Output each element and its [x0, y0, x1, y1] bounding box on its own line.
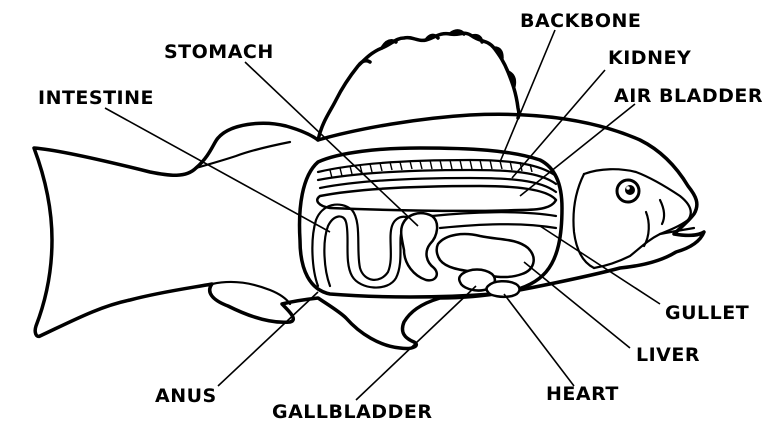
leader-backbone	[500, 30, 555, 162]
gullet	[432, 212, 556, 216]
label-backbone: BACKBONE	[520, 10, 641, 32]
label-intestine: INTESTINE	[38, 87, 154, 109]
pelvic-fin	[212, 282, 290, 304]
dorsal-fin	[318, 31, 519, 140]
pectoral-fin	[196, 142, 290, 168]
label-liver: LIVER	[636, 344, 700, 366]
label-air-bladder: AIR BLADDER	[614, 85, 763, 107]
label-gallbladder: GALLBLADDER	[272, 401, 432, 423]
stomach	[401, 213, 437, 280]
label-gullet: GULLET	[665, 302, 749, 324]
leader-heart	[504, 294, 574, 386]
air-bladder	[317, 186, 556, 211]
label-heart: HEART	[546, 383, 619, 405]
label-stomach: STOMACH	[164, 41, 274, 63]
cheek-line	[644, 200, 664, 246]
label-kidney: KIDNEY	[608, 47, 691, 69]
leader-gallbladder	[356, 286, 476, 400]
heart	[487, 281, 520, 297]
gullet-lower	[440, 224, 556, 228]
eye-pupil	[625, 185, 635, 195]
eye-highlight	[626, 186, 630, 190]
leader-anus	[218, 292, 318, 386]
label-anus: ANUS	[155, 385, 217, 407]
leader-air-bladder	[520, 104, 635, 196]
